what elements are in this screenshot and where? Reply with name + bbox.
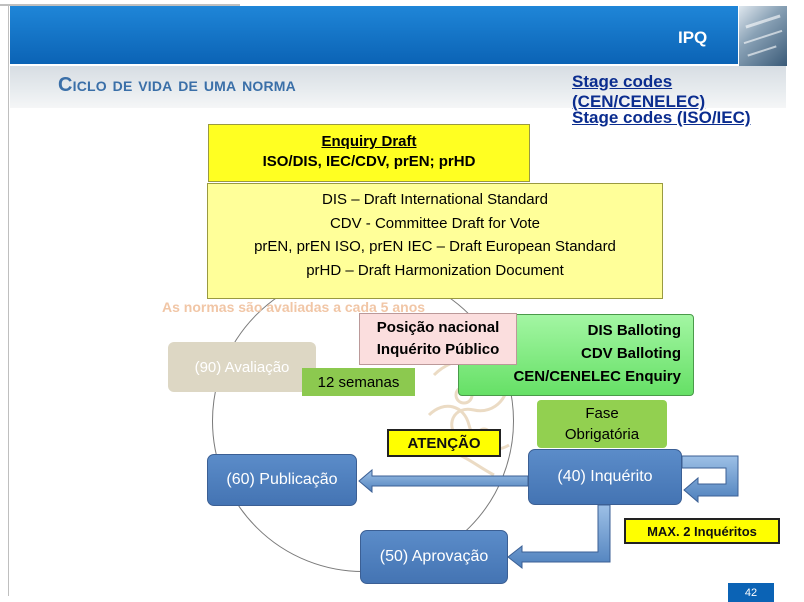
enquiry-draft-title: Enquiry Draft	[321, 133, 417, 150]
header-photo	[738, 6, 787, 66]
header-bar	[10, 6, 748, 64]
max-inqueritos-label: MAX. 2 Inquéritos	[624, 518, 780, 544]
posicao-nacional-box: Posição nacional Inquérito Público	[359, 313, 517, 365]
arrow-loop-inquerito	[681, 455, 739, 504]
slide-number: 42	[728, 583, 774, 602]
stage-90-avaliacao: (90) Avaliação	[168, 342, 316, 392]
enquiry-draft-subtitle: ISO/DIS, IEC/CDV, prEN; prHD	[262, 153, 476, 170]
stage-50-aprovacao: (50) Aprovação	[360, 530, 508, 584]
ballot-cen: CEN/CENELEC Enquiry	[513, 368, 681, 385]
definitions-box: DIS – Draft International Standard CDV -…	[207, 183, 663, 299]
ipq-logo: IPQ	[678, 28, 708, 47]
atencao-label: ATENÇÃO	[387, 429, 501, 457]
stage-codes-cen-link[interactable]: Stage codes (CEN/CENELEC)	[572, 72, 706, 111]
fase-line-2: Obrigatória	[564, 426, 640, 443]
arrow-to-publicacao	[358, 468, 529, 494]
posicao-line-2: Inquérito Público	[376, 341, 500, 358]
page-title: Ciclo de vida de uma norma	[58, 74, 296, 96]
fase-obrigatoria-box: Fase Obrigatória	[537, 400, 667, 448]
definition-prhd: prHD – Draft Harmonization Document	[306, 261, 564, 279]
definition-pren: prEN, prEN ISO, prEN IEC – Draft Europea…	[254, 238, 616, 255]
stage-codes-iso-link[interactable]: Stage codes (ISO/IEC)	[572, 108, 751, 127]
top-rule	[0, 4, 240, 6]
title-bar	[10, 66, 786, 108]
stage-40-inquerito: (40) Inquérito	[528, 449, 682, 505]
fase-line-1: Fase	[585, 405, 619, 422]
faded-caption: As normas são avaliadas a cada 5 anos	[162, 299, 426, 315]
semanas-label: 12 semanas	[302, 368, 415, 396]
definition-dis: DIS – Draft International Standard	[322, 191, 548, 208]
ballot-cdv: CDV Balloting	[581, 345, 681, 362]
posicao-line-1: Posição nacional	[376, 319, 500, 336]
stage-60-publicacao: (60) Publicação	[207, 454, 357, 506]
left-rule	[8, 6, 9, 596]
enquiry-draft-box: Enquiry Draft ISO/DIS, IEC/CDV, prEN; pr…	[208, 124, 530, 182]
arrow-to-aprovacao	[507, 504, 611, 570]
definition-cdv: CDV - Committee Draft for Vote	[329, 214, 541, 232]
ballot-dis: DIS Balloting	[587, 322, 681, 339]
